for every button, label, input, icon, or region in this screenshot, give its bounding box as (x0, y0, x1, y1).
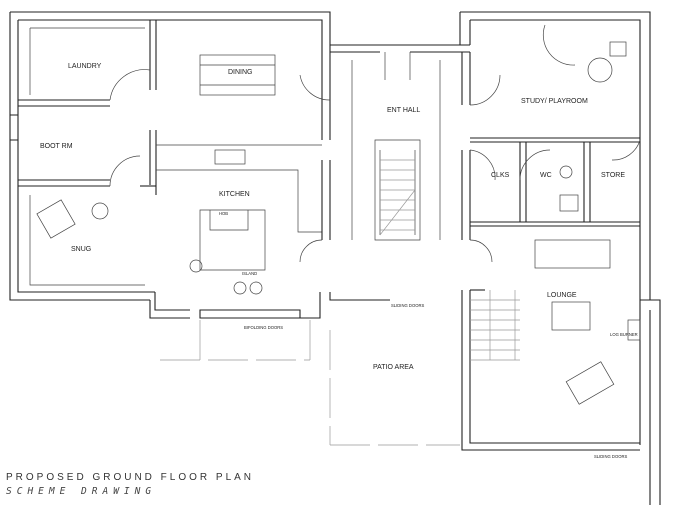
room-snug: SNUG (71, 246, 91, 253)
room-patio: PATIO AREA (373, 364, 414, 371)
room-ent-hall: ENT HALL (387, 107, 420, 114)
drawing-subtitle: SCHEME DRAWING (6, 486, 156, 497)
drawing-title: PROPOSED GROUND FLOOR PLAN (6, 472, 254, 483)
fixtures (36, 24, 641, 405)
note-hob: HOB (219, 211, 228, 216)
room-store: STORE (601, 172, 625, 179)
annotations: HOB ISLAND BIFOLDING DOORS SLIDING DOORS… (219, 211, 638, 459)
room-laundry: LAUNDRY (68, 63, 102, 70)
room-boot-rm: BOOT RM (40, 143, 73, 150)
room-study: STUDY/ PLAYROOM (521, 98, 588, 105)
room-wc: WC (540, 172, 552, 179)
note-sliding-doors-lounge: SLIDING DOORS (594, 454, 627, 459)
room-clks: CLKS (491, 172, 510, 179)
note-sliding-doors-patio: SLIDING DOORS (391, 303, 424, 308)
walls (9, 11, 661, 505)
note-island: ISLAND (242, 271, 257, 276)
room-kitchen: KITCHEN (219, 191, 250, 198)
room-dining: DINING (228, 69, 253, 76)
room-labels: LAUNDRY DINING ENT HALL STUDY/ PLAYROOM … (40, 63, 625, 371)
room-lounge: LOUNGE (547, 292, 577, 299)
note-bifolding-doors: BIFOLDING DOORS (244, 325, 283, 330)
note-log-burner: LOG BURNER (610, 332, 638, 337)
